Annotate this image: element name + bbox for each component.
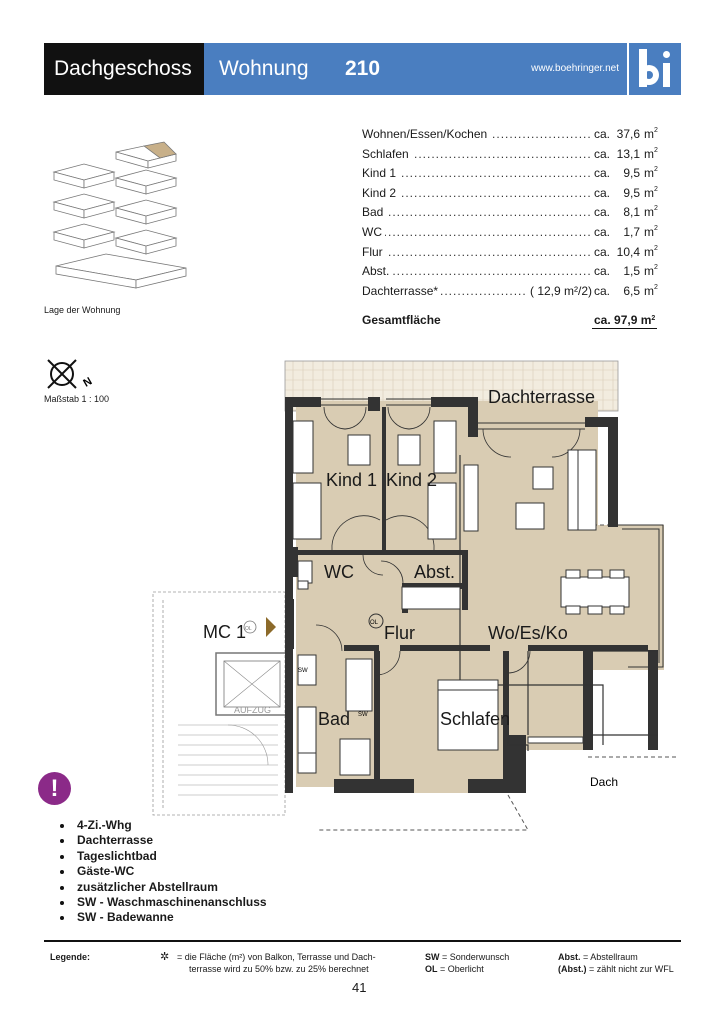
area-row: ........................................… [362,164,662,184]
building-location-sketch [52,141,187,289]
unit-bar: Wohnung 210 www.boehringer.net [204,43,627,95]
sw-label-2: SW [358,712,368,718]
feature-item: 4-Zi.-Whg [60,818,267,833]
area-row: ........................................… [362,203,662,223]
scale-label: Maßstab 1 : 100 [44,394,110,404]
unit-number: 210 [345,57,381,80]
feature-item: zusätzlicher Abstellraum [60,880,267,895]
legend-star-icon: ✲ [160,951,170,963]
area-extra: ( 12,9 m²/2) [527,281,596,302]
area-value: 9,5 [623,185,640,200]
total-label: Gesamtfläche [362,313,441,327]
legend-abst: Abst. = Abstellraum (Abst.) = zählt nich… [558,952,674,974]
area-label: Bad [362,203,387,223]
floor-title: Dachgeschoss [44,43,204,95]
feature-item: SW - Badewanne [60,910,267,925]
legend-sw-ol: SW = Sonderwunsch OL = Oberlicht [425,952,510,974]
unit-label: Wohnung [219,57,309,80]
area-row: ........................................… [362,183,662,204]
area-value: 6,5 [623,283,640,298]
area-label: Kind 2 [362,183,400,204]
label-dach: Dach [590,775,618,789]
label-flur: Flur [384,623,415,643]
area-row: ........................................… [362,281,662,302]
area-label: Dachterrasse* [362,281,442,302]
feature-item: Dachterrasse [60,833,267,848]
area-row: ........................................… [362,125,662,145]
feature-item: Tageslichtbad [60,849,267,864]
boehringer-logo-icon [629,43,681,95]
notice-icon: ! [38,772,71,805]
total-value: ca. 97,9 m2 [592,313,658,329]
area-label: Abst. [362,262,393,282]
area-value: 9,5 [623,166,640,181]
compass-north-label: N [81,375,94,389]
feature-item: Gäste-WC [60,864,267,879]
area-value: 8,1 [623,205,640,220]
label-kind1: Kind 1 [326,470,377,490]
label-dachterrasse: Dachterrasse [488,387,595,407]
label-bad: Bad [318,709,350,729]
floor-plan: AUFZUG [152,360,678,831]
header-bar: Dachgeschoss Wohnung 210 www.boehringer.… [44,43,681,95]
label-wc: WC [324,562,354,582]
area-label: Kind 1 [362,164,400,184]
total-area: Gesamtfläche ca. 97,9 m2 [362,313,662,331]
area-label: WC [362,222,385,243]
label-schlafen: Schlafen [440,709,510,729]
compass-icon: N [47,359,94,390]
area-row: ........................................… [362,222,662,243]
area-row: ........................................… [362,242,662,263]
aufzug-label: AUFZUG [234,705,271,715]
area-value: 10,4 [616,244,640,259]
label-woesko: Wo/Es/Ko [488,623,568,643]
legend-title: Legende: [50,952,91,962]
area-row: ........................................… [362,262,662,282]
feature-list: 4-Zi.-Whg Dachterrasse Tageslichtbad Gäs… [60,818,267,926]
location-caption: Lage der Wohnung [44,305,121,315]
legend-star-text: = die Fläche (m²) von Balkon, Terrasse u… [177,952,376,974]
area-value: 37,6 [616,127,640,141]
page-number: 41 [352,980,367,995]
label-kind2: Kind 2 [386,470,437,490]
website-link[interactable]: www.boehringer.net [531,63,619,74]
label-mc1: MC 1 [203,622,246,642]
area-table: ........................................… [362,125,662,302]
feature-item: SW - Waschmaschinenanschluss [60,895,267,910]
legend-divider [44,940,681,942]
ol-symbol: OL [370,620,379,626]
entrance-arrow-icon [266,617,276,637]
area-label: Flur [362,242,386,263]
label-abst: Abst. [414,562,455,582]
area-value: 13,1 [616,146,640,161]
area-row: ........................................… [362,144,662,165]
area-label: Schlafen [362,144,412,165]
area-value: 1,7 [623,224,640,239]
mc-ol-symbol: OL [245,626,252,632]
sw-label-1: SW [298,668,308,674]
area-label: Wohnen/Essen/Kochen [362,125,491,145]
area-value: 1,5 [623,264,640,279]
